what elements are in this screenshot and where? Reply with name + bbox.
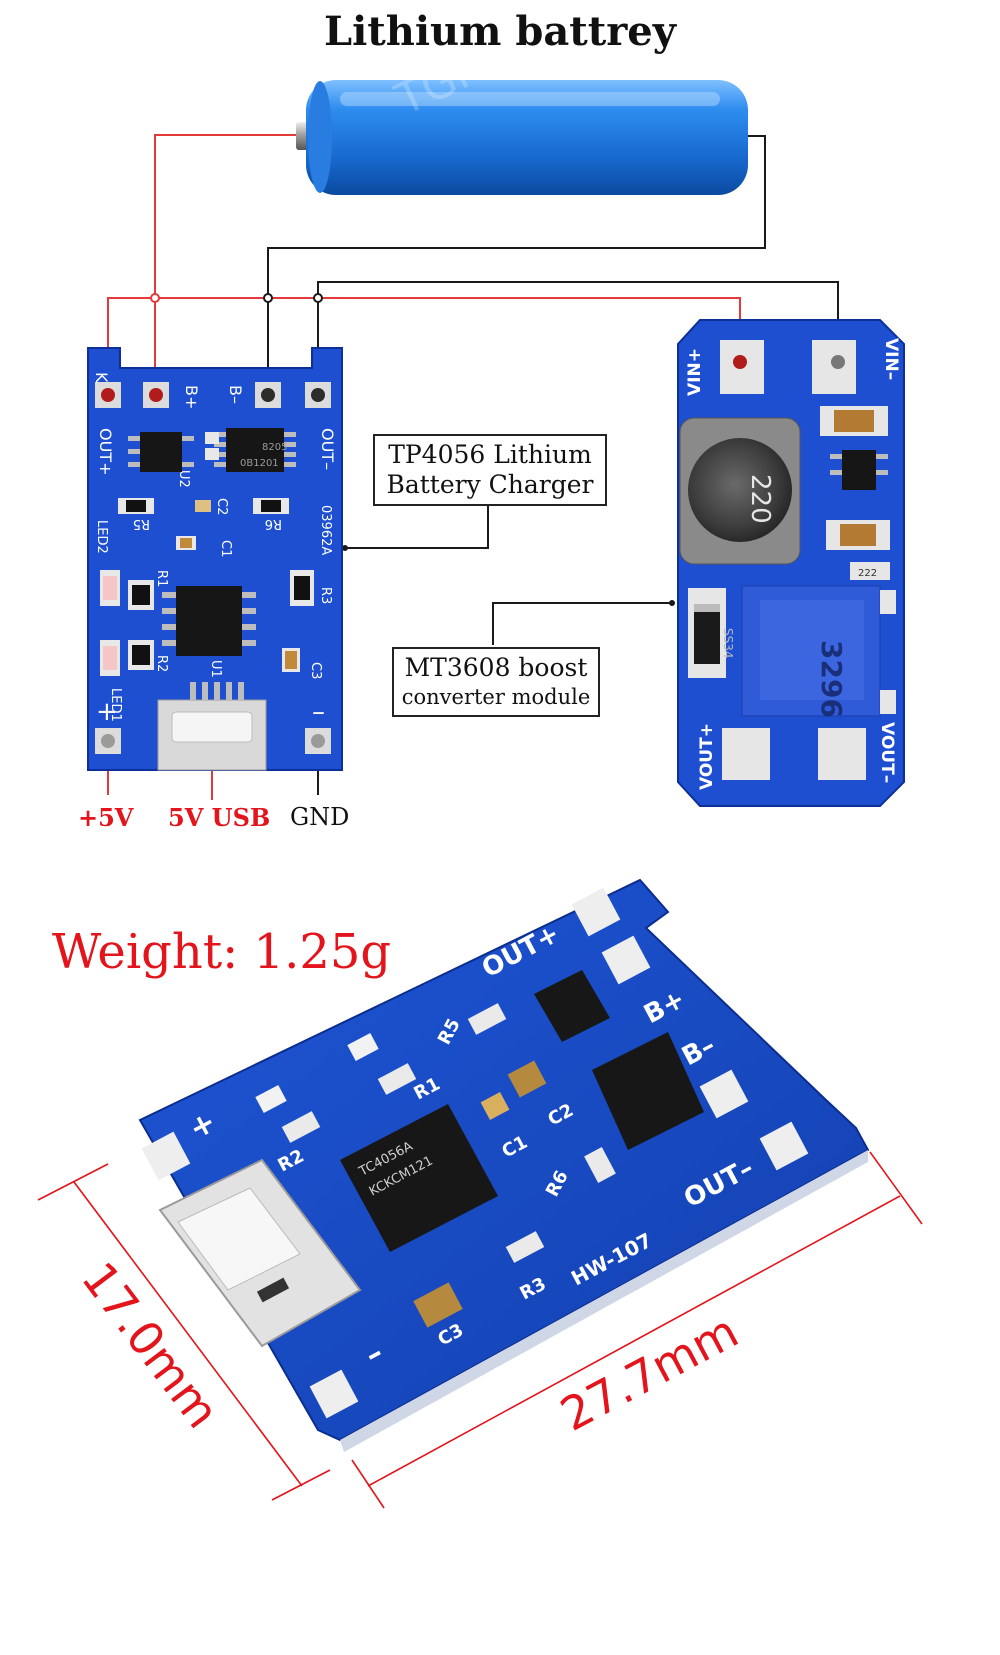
photo-chip-tc4056 (340, 1104, 498, 1252)
callout-tp4056-line2: Battery Charger (386, 470, 594, 499)
silk-r3: R3 (318, 587, 333, 604)
silk-led1: LED1 (108, 688, 123, 722)
cap-label: 222 (858, 568, 877, 579)
silk-r1: R1 (154, 570, 169, 587)
mt3608-board: VIN+ VIN– VOUT+ VOUT– 220 222 SS34 (677, 319, 905, 807)
wire-battery-minus (267, 135, 766, 380)
chip-8205 (226, 428, 284, 472)
silk-plus: + (96, 697, 118, 727)
wires (107, 134, 839, 800)
callout-mt3608: MT3608 boost converter module (392, 647, 600, 717)
silk-vinplus: VIN+ (685, 348, 705, 396)
inductor (688, 438, 792, 542)
wire-outminus-vinminus (317, 281, 839, 380)
silk-u1: U1 (208, 660, 223, 678)
silk-outminus: OUT– (318, 428, 337, 470)
silk-led2: LED2 (94, 520, 109, 554)
leader-tp4056 (345, 503, 489, 549)
silk-vinminus: VIN– (881, 338, 901, 380)
silk-minus: – (312, 697, 325, 727)
chip-tp4056 (176, 586, 242, 656)
weight-label: Weight: 1.25g (52, 924, 392, 980)
silk-r2: R2 (154, 655, 169, 672)
chip-8205-label: 8205 (262, 442, 287, 453)
pin-label-plus5v: +5V (78, 803, 134, 832)
leader-mt3608 (492, 602, 672, 645)
chip-8205-label2: 0B1201 (240, 458, 279, 469)
silk-c1: C1 (218, 540, 233, 557)
dim-line-height (73, 1181, 303, 1487)
silk-bminus: B– (226, 385, 245, 404)
dim-height-label: 17.0mm (71, 1252, 230, 1438)
dimension-lines (37, 1151, 923, 1509)
pin-label-gnd: GND (290, 803, 350, 831)
callout-tp4056-line1: TP4056 Lithium (388, 440, 592, 469)
silk-u2: U2 (176, 470, 191, 488)
silk-r5: R5 (133, 516, 150, 531)
callout-mt3608-line1: MT3608 boost (404, 653, 588, 682)
silk-c3: C3 (308, 662, 323, 679)
tp4056-top-pads (95, 382, 331, 408)
diode-label: SS34 (721, 628, 735, 659)
lithium-battery: TGM (296, 38, 748, 195)
pad-voutminus (818, 728, 866, 780)
silk-code: 03962A (318, 505, 333, 555)
tp4056-board: K B+ B– OUT+ OUT– R5 C2 R6 C1 03962A LED… (87, 347, 343, 771)
pot-label: 3296 (815, 640, 848, 718)
silk-voutplus: VOUT+ (697, 723, 717, 790)
silk-voutminus: VOUT– (877, 722, 897, 783)
silk-k: K (92, 372, 111, 383)
wire-battery-plus (154, 134, 300, 380)
chip-u2 (140, 432, 182, 472)
silk-outplus: OUT+ (96, 428, 115, 475)
diode (694, 604, 720, 664)
dim-width-label: 27.7mm (552, 1304, 747, 1442)
silk-c2: C2 (214, 498, 229, 515)
dim-line-width (367, 1195, 901, 1487)
photo-chip-8205 (592, 1032, 704, 1150)
tp4056-photo: OUT+ B+ B– OUT– R5 R1 R2 C1 C2 R6 R3 C3 … (138, 878, 870, 1452)
callout-tp4056: TP4056 Lithium Battery Charger (373, 434, 607, 506)
inductor-label: 220 (745, 474, 775, 524)
silk-r6: R6 (265, 516, 282, 531)
pad-voutplus (722, 728, 770, 780)
silk-bplus: B+ (182, 385, 201, 409)
diagram-title: Lithium battrey (323, 8, 676, 55)
photo-chip-u2 (534, 970, 610, 1042)
pin-label-usb5v: 5V USB (168, 803, 271, 832)
callout-mt3608-line2: converter module (401, 685, 591, 709)
